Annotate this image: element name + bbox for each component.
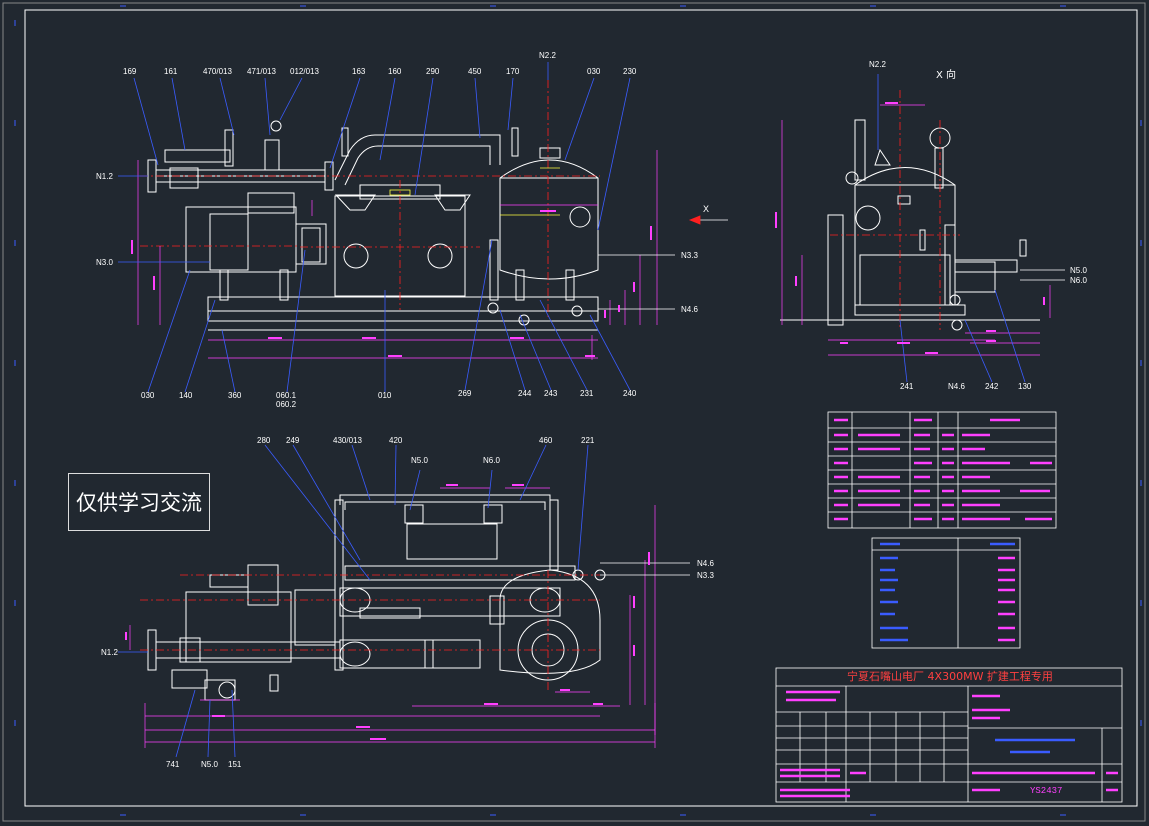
watermark-box: 仅供学习交流	[68, 473, 210, 531]
nozzle-label: N3.3	[697, 571, 714, 580]
part-label: 430/013	[333, 436, 362, 445]
part-label: 450	[468, 67, 482, 76]
part-label: 163	[352, 67, 366, 76]
nozzle-table	[827, 411, 1057, 529]
nozzle-label: N4.6	[681, 305, 698, 314]
part-label: 230	[623, 67, 637, 76]
part-label: 010	[378, 391, 392, 400]
part-label: 242	[985, 382, 999, 391]
part-label: 221	[581, 436, 595, 445]
view-arrow-label: X	[703, 204, 710, 214]
dimension-texts	[125, 102, 1045, 740]
front-view	[118, 62, 728, 393]
part-label: 170	[506, 67, 520, 76]
part-label: 290	[426, 67, 440, 76]
part-label: 244	[518, 389, 532, 398]
part-label: 140	[179, 391, 193, 400]
data-table	[871, 537, 1021, 649]
nozzle-label: N3.3	[681, 251, 698, 260]
nozzle-label: N1.2	[101, 648, 118, 657]
part-label: 012/013	[290, 67, 319, 76]
part-label: N6.0	[483, 456, 500, 465]
part-label: 060.1	[276, 391, 297, 400]
part-label: N5.0	[201, 760, 218, 769]
part-label: 470/013	[203, 67, 232, 76]
nozzle-label: N2.2	[869, 60, 886, 69]
title-block	[775, 667, 1123, 803]
side-view	[780, 74, 1065, 383]
part-label: 151	[228, 760, 242, 769]
part-label: 161	[164, 67, 178, 76]
part-label: 460	[539, 436, 553, 445]
title-block-fill	[780, 690, 1118, 798]
nozzle-label: N4.6	[697, 559, 714, 568]
nozzle-label: N5.0	[1070, 266, 1087, 275]
nozzle-label: N2.2	[539, 51, 556, 60]
nozzle-label: N6.0	[1070, 276, 1087, 285]
part-label: 269	[458, 389, 472, 398]
part-label: N4.6	[948, 382, 965, 391]
part-label: 741	[166, 760, 180, 769]
data-table-values	[880, 556, 1015, 642]
part-label: 249	[286, 436, 300, 445]
part-label: 360	[228, 391, 242, 400]
part-label: 030	[587, 67, 601, 76]
part-label: 060.2	[276, 400, 297, 409]
view-title: X 向	[936, 70, 957, 81]
part-label: 240	[623, 389, 637, 398]
part-label: 130	[1018, 382, 1032, 391]
part-label: 420	[389, 436, 403, 445]
drawing-number: YS2437	[1030, 786, 1063, 796]
part-label: 280	[257, 436, 271, 445]
nozzle-label: N3.0	[96, 258, 113, 267]
part-label: 471/013	[247, 67, 276, 76]
part-label: N5.0	[411, 456, 428, 465]
nozzle-table-fill	[834, 418, 1052, 521]
nozzle-label: N1.2	[96, 172, 113, 181]
project-title: 宁夏石嘴山电厂 4X300MW 扩建工程专用	[847, 670, 1053, 683]
border-ticks	[14, 5, 1142, 816]
part-label: 231	[580, 389, 594, 398]
part-label: 030	[141, 391, 155, 400]
part-label: 243	[544, 389, 558, 398]
part-label: 160	[388, 67, 402, 76]
part-label: 241	[900, 382, 914, 391]
part-label: 169	[123, 67, 137, 76]
inner-frame	[24, 9, 1138, 807]
